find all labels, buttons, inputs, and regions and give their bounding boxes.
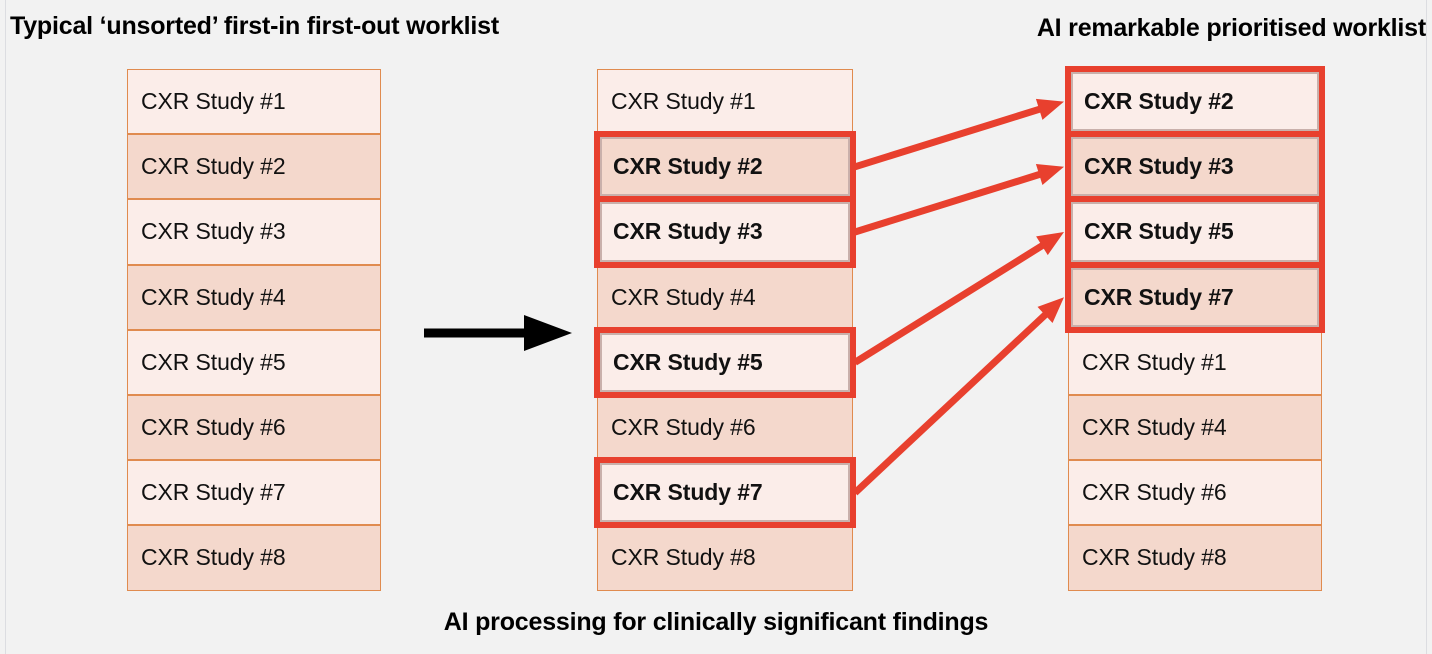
worklist-row[interactable]: CXR Study #8 [1068,525,1322,591]
worklist-row-label: CXR Study #1 [1082,348,1227,375]
mapping-arrow-shaft [853,169,1045,236]
mapping-arrow-head-icon [1037,297,1064,323]
worklist-row-label: CXR Study #7 [613,479,763,506]
worklist-row-label: CXR Study #1 [141,88,286,115]
worklist-row[interactable]: CXR Study #4 [1068,395,1322,461]
worklist-row-label: CXR Study #1 [611,88,756,115]
diagram-caption: AI processing for clinically significant… [443,608,989,636]
worklist-row-highlighted[interactable]: CXR Study #2 [594,131,856,203]
left-worklist-title: Typical ‘unsorted’ first-in first-out wo… [10,12,499,40]
worklist-row-label: CXR Study #2 [613,153,763,180]
worklist-row-label: CXR Study #6 [141,414,286,441]
worklist-row[interactable]: CXR Study #8 [597,525,853,591]
worklist-row[interactable]: CXR Study #4 [127,264,381,330]
worklist-row-label: CXR Study #3 [613,218,763,245]
mapping-arrow-shaft [853,240,1048,366]
worklist-row-highlighted[interactable]: CXR Study #7 [594,457,856,529]
worklist-row[interactable]: CXR Study #6 [597,395,853,461]
worklist-row[interactable]: CXR Study #8 [127,525,381,591]
worklist-row-highlighted[interactable]: CXR Study #3 [594,196,856,268]
worklist-row-label: CXR Study #8 [141,544,286,571]
worklist-row-highlighted[interactable]: CXR Study #2 [1065,66,1325,138]
worklist-row-label: CXR Study #6 [611,414,756,441]
worklist-row[interactable]: CXR Study #7 [127,460,381,526]
worklist-row-label: CXR Study #5 [1084,218,1234,245]
worklist-row-label: CXR Study #2 [141,153,286,180]
page-edge-line-left [5,0,6,654]
worklist-row-highlighted[interactable]: CXR Study #7 [1065,261,1325,333]
worklist-row[interactable]: CXR Study #6 [127,395,381,461]
worklist-row-label: CXR Study #4 [611,283,756,310]
worklist-row-label: CXR Study #7 [141,479,286,506]
mapping-arrow-head-icon [1036,232,1064,256]
mapping-arrow-shaft [853,104,1045,171]
worklist-row[interactable]: CXR Study #1 [1068,329,1322,395]
worklist-row-highlighted[interactable]: CXR Study #3 [1065,131,1325,203]
worklist-row-label: CXR Study #5 [613,348,763,375]
worklist-row-label: CXR Study #2 [1084,88,1234,115]
worklist-row-label: CXR Study #7 [1084,283,1234,310]
page-edge-line-right [1426,0,1427,654]
mapping-arrow-shaft [852,309,1051,496]
worklist-row-label: CXR Study #8 [1082,544,1227,571]
right-worklist-title: AI remarkable prioritised worklist [1036,14,1426,42]
worklist-row[interactable]: CXR Study #5 [127,329,381,395]
worklist-row[interactable]: CXR Study #4 [597,264,853,330]
mapping-arrow-head-icon [1035,164,1064,186]
worklist-row-label: CXR Study #3 [141,218,286,245]
mapping-arrow-head-icon [1035,98,1064,120]
worklist-row[interactable]: CXR Study #1 [597,69,853,135]
worklist-row-label: CXR Study #6 [1082,479,1227,506]
worklist-row-highlighted[interactable]: CXR Study #5 [594,326,856,398]
worklist-row-label: CXR Study #8 [611,544,756,571]
worklist-row[interactable]: CXR Study #6 [1068,460,1322,526]
worklist-row-label: CXR Study #5 [141,348,286,375]
worklist-row-label: CXR Study #4 [141,283,286,310]
ai-processing-flow-arrow-icon [424,315,572,351]
worklist-row[interactable]: CXR Study #2 [127,134,381,200]
worklist-row-label: CXR Study #3 [1084,153,1234,180]
worklist-row-label: CXR Study #4 [1082,414,1227,441]
worklist-row[interactable]: CXR Study #3 [127,199,381,265]
worklist-row-highlighted[interactable]: CXR Study #5 [1065,196,1325,268]
worklist-row[interactable]: CXR Study #1 [127,69,381,135]
